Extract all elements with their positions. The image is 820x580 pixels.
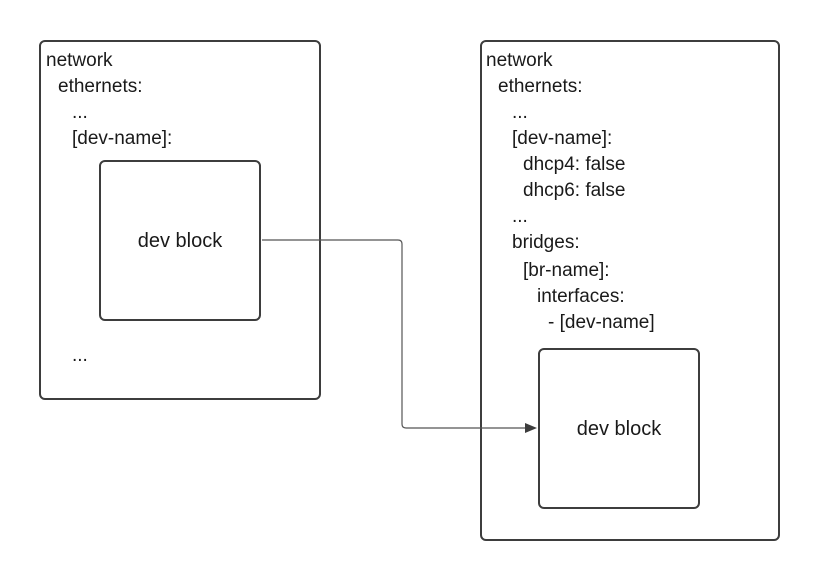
source-dev-block-label: dev block bbox=[137, 229, 223, 252]
left-ethernets-label: ethernets: bbox=[58, 76, 143, 97]
right-dhcp4-label: dhcp4: false bbox=[523, 154, 626, 175]
target-dev-block: dev block bbox=[538, 348, 700, 509]
right-interface-dev-name: - [dev-name] bbox=[548, 312, 655, 333]
right-br-name-label: [br-name]: bbox=[523, 260, 610, 281]
right-bridges-label: bridges: bbox=[512, 232, 580, 253]
right-dev-name-label: [dev-name]: bbox=[512, 128, 613, 149]
right-network-label: network bbox=[486, 50, 553, 71]
right-dhcp6-label: dhcp6: false bbox=[523, 180, 626, 201]
target-dev-block-label: dev block bbox=[576, 417, 662, 440]
right-ethernets-label: ethernets: bbox=[498, 76, 583, 97]
left-dev-name-label: [dev-name]: bbox=[72, 128, 173, 149]
left-ellipsis: ... bbox=[72, 102, 88, 123]
left-network-label: network bbox=[46, 50, 113, 71]
right-ellipsis-2: ... bbox=[512, 206, 528, 227]
left-trailing-ellipsis: ... bbox=[72, 345, 88, 366]
right-interfaces-label: interfaces: bbox=[537, 286, 625, 307]
source-dev-block: dev block bbox=[99, 160, 261, 321]
right-ellipsis-1: ... bbox=[512, 102, 528, 123]
